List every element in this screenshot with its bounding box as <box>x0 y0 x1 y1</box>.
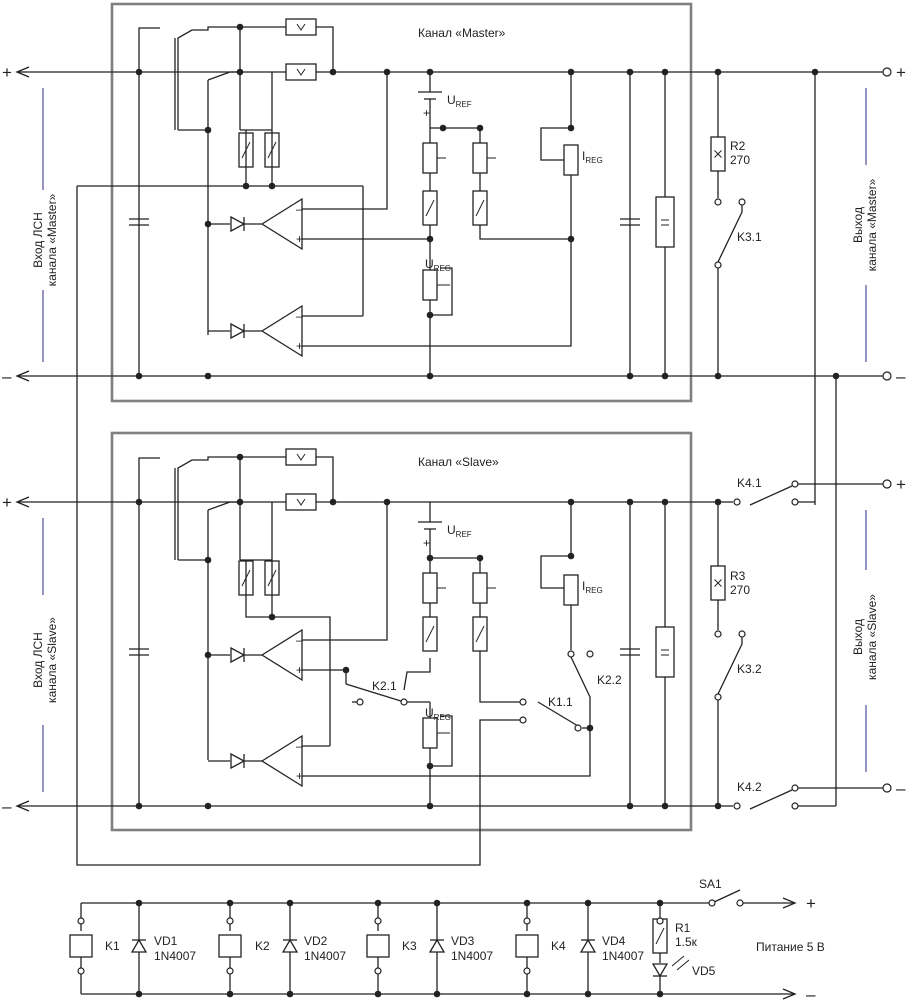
k4-2-label: K4.2 <box>737 780 762 794</box>
slave-title: Канал «Slave» <box>418 455 499 469</box>
vd5-led <box>652 963 668 977</box>
slave-input-label-1: Вход ЛСН <box>31 632 45 688</box>
power-label: Питание 5 В <box>756 940 825 954</box>
power-plus-sign: + <box>806 894 816 913</box>
master-title: Канал «Master» <box>418 26 506 40</box>
k3-2-label: K3.2 <box>737 662 762 676</box>
slave-output-label-1: Выход <box>851 619 865 655</box>
slave-channel: Канал «Slave» + – + – UREF + UREG IREG –… <box>2 186 906 866</box>
k2-label: K2 <box>255 939 270 953</box>
vd4-part: 1N4007 <box>602 949 644 963</box>
vd1-label: VD1 <box>154 934 178 948</box>
vd2-label: VD2 <box>304 934 328 948</box>
vd4-diode <box>580 939 596 953</box>
k1-label: K1 <box>105 939 120 953</box>
vd3-diode <box>429 939 445 953</box>
r1-ref: R1 <box>675 921 691 935</box>
master-shunt-lower <box>285 63 317 81</box>
slave-ireg-label: IREG <box>582 579 603 595</box>
master-frame <box>110 2 693 403</box>
master-output-label-1: Выход <box>851 207 865 243</box>
master-input-label-1: Вход ЛСН <box>31 212 45 268</box>
relay-k2-coil <box>218 934 242 958</box>
slave-frame <box>110 431 693 832</box>
master-shunt-upper <box>285 18 317 36</box>
master-output-plus-terminal <box>882 67 892 77</box>
slave-minus-sign: – <box>2 797 12 816</box>
r2-resistor <box>710 136 726 172</box>
slave-shunt-lower <box>285 493 317 511</box>
vd4-label: VD4 <box>602 934 626 948</box>
slave-output-plus-terminal <box>882 479 892 489</box>
r2-ref: R2 <box>730 139 746 153</box>
relay-power-section: + – SA1 K1 VD1 1N4007 K2 VD2 1N4007 K3 V… <box>69 877 825 1000</box>
k1-1-label: K1.1 <box>548 695 573 709</box>
master-minus-sign: – <box>2 367 12 386</box>
slave-shunt-upper <box>285 448 317 466</box>
relay-k4-coil <box>515 934 539 958</box>
slave-ureg-pot <box>422 717 438 749</box>
master-ureg-pot <box>422 269 438 301</box>
slave-uref-label: UREF <box>447 523 472 539</box>
opamp-m2-plus: + <box>296 339 303 353</box>
slave-input-label-2: канала «Slave» <box>45 617 59 703</box>
opamp-s1-minus: – <box>296 633 303 647</box>
opamp-s2-plus: + <box>296 769 303 783</box>
master-output-label-2: канала «Master» <box>865 178 879 271</box>
slave-output-plus-sign: + <box>896 475 906 494</box>
vd3-part: 1N4007 <box>451 949 493 963</box>
relay-k1-coil <box>69 934 93 958</box>
master-channel: Канал «Master» + – + – UREF + UREG IREG … <box>2 2 906 806</box>
k2-2-label: K2.2 <box>597 673 622 687</box>
vd5-label: VD5 <box>692 964 716 978</box>
master-plus-sign: + <box>2 63 12 82</box>
k4-1-label: K4.1 <box>737 476 762 490</box>
master-output-minus-sign: – <box>896 367 906 386</box>
k3-label: K3 <box>402 939 417 953</box>
slave-ureg-label: UREG <box>425 706 451 722</box>
opamp-s2-minus: – <box>296 739 303 753</box>
vd2-part: 1N4007 <box>304 949 346 963</box>
r1-value: 1.5к <box>675 935 698 949</box>
opamp-m2-minus: – <box>296 309 303 323</box>
slave-ireg-pot <box>563 574 579 606</box>
vd1-part: 1N4007 <box>154 949 196 963</box>
k3-1-label: K3.1 <box>737 230 762 244</box>
slave-output-minus-terminal <box>882 783 892 793</box>
master-output-minus-terminal <box>882 371 892 381</box>
master-uref-label: UREF <box>447 93 472 109</box>
master-uref-plus: + <box>423 106 430 120</box>
sa1-label: SA1 <box>699 877 722 891</box>
vd2-diode <box>282 939 298 953</box>
slave-plus-sign: + <box>2 493 12 512</box>
opamp-m1-plus: + <box>296 232 303 246</box>
slave-output-label-2: канала «Slave» <box>865 594 879 680</box>
power-minus-sign: – <box>806 985 816 1000</box>
master-output-plus-sign: + <box>896 63 906 82</box>
master-input-label-2: канала «Master» <box>45 193 59 286</box>
relay-k3-coil <box>366 934 390 958</box>
r3-resistor <box>710 565 726 601</box>
r3-value: 270 <box>730 583 750 597</box>
vd3-label: VD3 <box>451 934 475 948</box>
master-ireg-pot <box>563 144 579 176</box>
r2-value: 270 <box>730 153 750 167</box>
opamp-m1-minus: – <box>296 202 303 216</box>
opamp-s1-plus: + <box>296 663 303 677</box>
k2-1-label: K2.1 <box>372 679 397 693</box>
slave-output-minus-sign: – <box>896 779 906 798</box>
master-ireg-label: IREG <box>582 149 603 165</box>
k4-label: K4 <box>551 939 566 953</box>
master-ureg-label: UREG <box>425 257 451 273</box>
slave-uref-plus: + <box>423 536 430 550</box>
r3-ref: R3 <box>730 569 746 583</box>
vd1-diode <box>131 939 147 953</box>
